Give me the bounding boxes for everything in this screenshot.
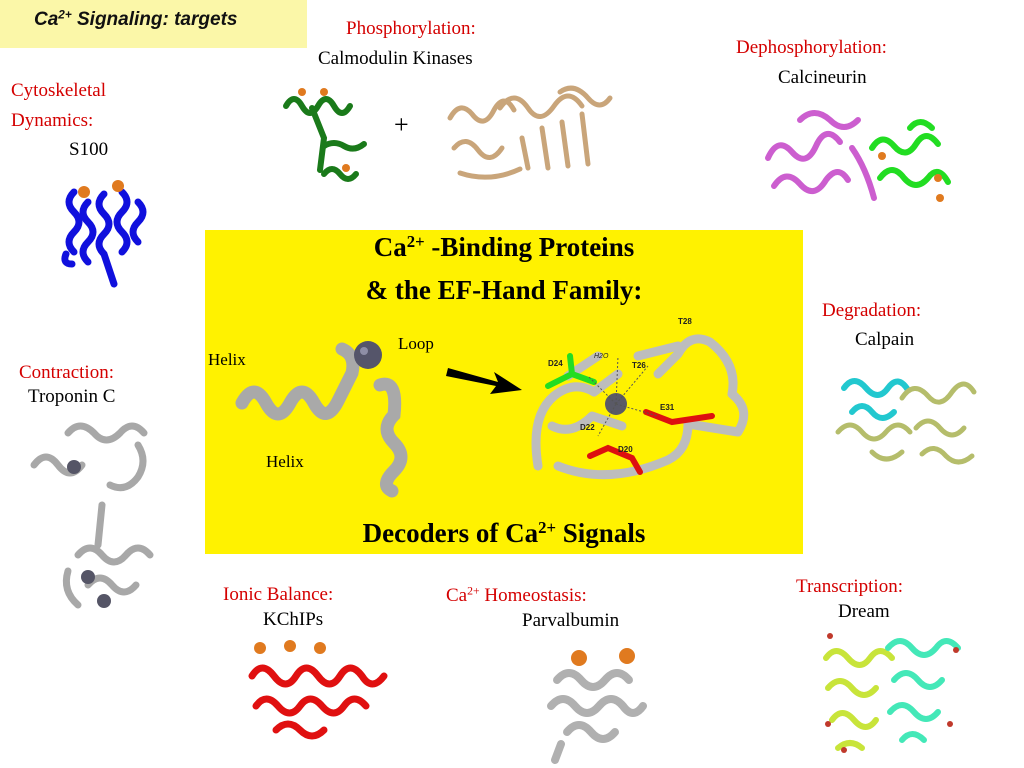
residue-t26: T26 xyxy=(632,361,646,370)
parvalbumin-structure xyxy=(547,648,647,764)
residue-d20: D20 xyxy=(618,445,633,454)
cytoskeletal-label-line2: Dynamics: xyxy=(11,110,94,131)
residue-e31: E31 xyxy=(660,403,675,412)
troponin-c-label: Troponin C xyxy=(28,386,116,407)
loop-label: Loop xyxy=(398,334,434,353)
calmodulin-kinases-label: Calmodulin Kinases xyxy=(318,48,473,69)
panel-title-line1: Ca2+ -Binding Proteins xyxy=(373,231,635,262)
slide-title: Ca2+ Signaling: targets xyxy=(34,8,238,30)
calcineurin-label: Calcineurin xyxy=(778,67,867,88)
cytoskeletal-label-line1: Cytoskeletal xyxy=(11,80,106,101)
phosphorylation-label: Phosphorylation: xyxy=(346,18,476,39)
dephosphorylation-label: Dephosphorylation: xyxy=(736,37,887,58)
ionic-balance-label: Ionic Balance: xyxy=(223,584,334,605)
s100-label: S100 xyxy=(69,139,109,160)
ef-hand-motif xyxy=(235,341,408,498)
dream-label: Dream xyxy=(838,601,890,622)
calpain-label: Calpain xyxy=(855,329,915,350)
kinase-structure xyxy=(447,85,613,180)
residue-t28: T28 xyxy=(678,317,692,326)
homeostasis-label: Ca2+ Homeostasis: xyxy=(446,584,587,606)
plus-sign: + xyxy=(394,110,409,139)
transcription-label: Transcription: xyxy=(796,576,903,597)
residue-h2o: H2O xyxy=(594,353,609,360)
contraction-label: Contraction: xyxy=(19,362,114,383)
residue-d24: D24 xyxy=(548,359,563,368)
panel-title-line2: & the EF-Hand Family: xyxy=(365,275,643,305)
helix-top-label: Helix xyxy=(208,350,246,369)
parvalbumin-label: Parvalbumin xyxy=(522,610,620,631)
helix-bottom-label: Helix xyxy=(266,452,304,471)
ef-hand-loop-detail: T28 D24 H2O T26 E31 D22 D20 xyxy=(531,317,749,480)
kchip-structure xyxy=(248,640,388,740)
arrow-icon xyxy=(446,368,522,394)
panel-bottom-title: Decoders of Ca2+ Signals xyxy=(362,517,646,548)
kchips-label: KChIPs xyxy=(263,609,324,630)
degradation-label: Degradation: xyxy=(822,300,922,321)
troponin-c-structure xyxy=(30,422,154,609)
calpain-structure xyxy=(835,378,977,465)
title-box xyxy=(0,0,307,48)
calmodulin-structure xyxy=(283,88,367,182)
calcineurin-structure xyxy=(765,110,951,202)
s100-structure xyxy=(61,180,147,288)
residue-d22: D22 xyxy=(580,423,595,432)
dream-structure xyxy=(823,633,961,753)
